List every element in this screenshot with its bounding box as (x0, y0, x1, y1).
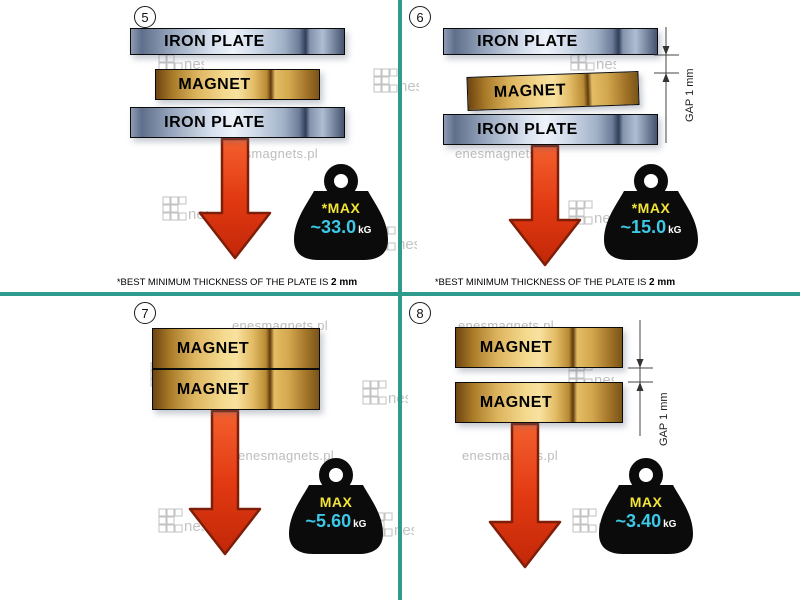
gap-label: GAP 1 mm (684, 68, 696, 122)
down-arrow-icon (508, 144, 582, 267)
magnet-label: MAGNET (176, 380, 250, 398)
magnet-bottom: MAGNET (455, 382, 623, 423)
down-arrow-icon (488, 422, 562, 569)
weight-max-label: MAX (629, 494, 663, 510)
kettlebell-shape (289, 458, 383, 554)
panel-7: 7 enesmagnets.pl enesmagnets.pl nes nes … (0, 294, 414, 600)
footnote-text: *BEST MINIMUM THICKNESS OF THE PLATE IS (434, 277, 649, 288)
panel-number-badge: 5 (134, 6, 156, 28)
kettlebell-shape (294, 164, 388, 260)
footnote-text: *BEST MINIMUM THICKNESS OF THE PLATE IS (116, 277, 331, 288)
magnet-label: MAGNET (479, 393, 553, 411)
iron-plate-top: IRON PLATE (130, 28, 345, 55)
enes-logo-text: nes (394, 522, 414, 539)
enes-logo-text: nes (397, 236, 417, 253)
site-watermark: enesmagnets.pl (455, 146, 551, 161)
gap-label: GAP 1 mm (658, 392, 670, 446)
iron-plate-label: IRON PLATE (164, 113, 265, 131)
magnet-top: MAGNET (455, 327, 623, 368)
horizontal-divider (0, 292, 800, 296)
gap-dimension-icon (654, 27, 679, 143)
footnote-bold: 2 mm (649, 277, 676, 288)
magnet-label: MAGNET (176, 339, 250, 357)
panel-6: 6 enesmagnets.pl nes nes IRON PLATE MAGN… (400, 0, 800, 294)
magnet-bottom: MAGNET (152, 369, 320, 410)
magnet: MAGNET (155, 69, 320, 100)
weight-max-label: MAX (319, 494, 353, 510)
magnet-top: MAGNET (152, 328, 320, 369)
iron-plate-label: IRON PLATE (164, 32, 265, 50)
iron-plate-bottom: IRON PLATE (443, 114, 658, 145)
weight-value: ~15.0 (620, 217, 667, 237)
down-arrow-icon (188, 409, 262, 556)
footnote-plate-thickness: *BEST MINIMUM THICKNESS OF THE PLATE IS … (40, 277, 434, 288)
magnet-label: MAGNET (493, 81, 567, 102)
panel-number-badge: 7 (134, 302, 156, 324)
panel-number-badge: 6 (409, 6, 431, 28)
panel-number: 6 (416, 9, 424, 25)
panel-number: 8 (416, 305, 424, 321)
magnet-label: MAGNET (178, 75, 251, 93)
kettlebell-shape (604, 164, 698, 260)
weight-max-label: *MAX (631, 200, 671, 216)
weight-unit: kG (663, 519, 677, 530)
panel-number: 5 (141, 9, 149, 25)
enes-logo-watermark: nes (373, 68, 419, 95)
footnote-plate-thickness: *BEST MINIMUM THICKNESS OF THE PLATE IS … (405, 277, 705, 288)
iron-plate-label: IRON PLATE (477, 32, 578, 50)
enes-logo-text: nes (596, 56, 616, 73)
weight-unit: kG (353, 519, 367, 530)
weight-value: ~33.0 (310, 217, 357, 237)
iron-plate-bottom: IRON PLATE (130, 107, 345, 138)
footnote-bold: 2 mm (331, 277, 358, 288)
iron-plate-label: IRON PLATE (477, 120, 578, 138)
weight-max-label: *MAX (321, 200, 361, 216)
enes-logo-text: nes (399, 78, 419, 95)
vertical-divider (398, 0, 402, 600)
magnet: MAGNET (466, 71, 640, 111)
down-arrow-icon (198, 137, 272, 260)
weight-unit: kG (358, 225, 372, 236)
kettlebell-shape (599, 458, 693, 554)
weight-unit: kG (668, 225, 682, 236)
gap-dimension-icon (628, 320, 653, 436)
weight-value: ~5.60 (305, 511, 352, 531)
panel-number: 7 (141, 305, 149, 321)
panel-5: 5 enesmagnets.pl nes nes nes nes IRON PL… (0, 0, 419, 294)
magnet-label: MAGNET (479, 338, 553, 356)
site-watermark: enesmagnets.pl (238, 448, 334, 463)
weight-value: ~3.40 (615, 511, 662, 531)
iron-plate-top: IRON PLATE (443, 28, 658, 55)
panel-8: 8 enesmagnets.pl enesmagnets.pl nes nes … (400, 294, 800, 600)
panel-number-badge: 8 (409, 302, 431, 324)
enes-logo-text: nes (184, 56, 204, 73)
